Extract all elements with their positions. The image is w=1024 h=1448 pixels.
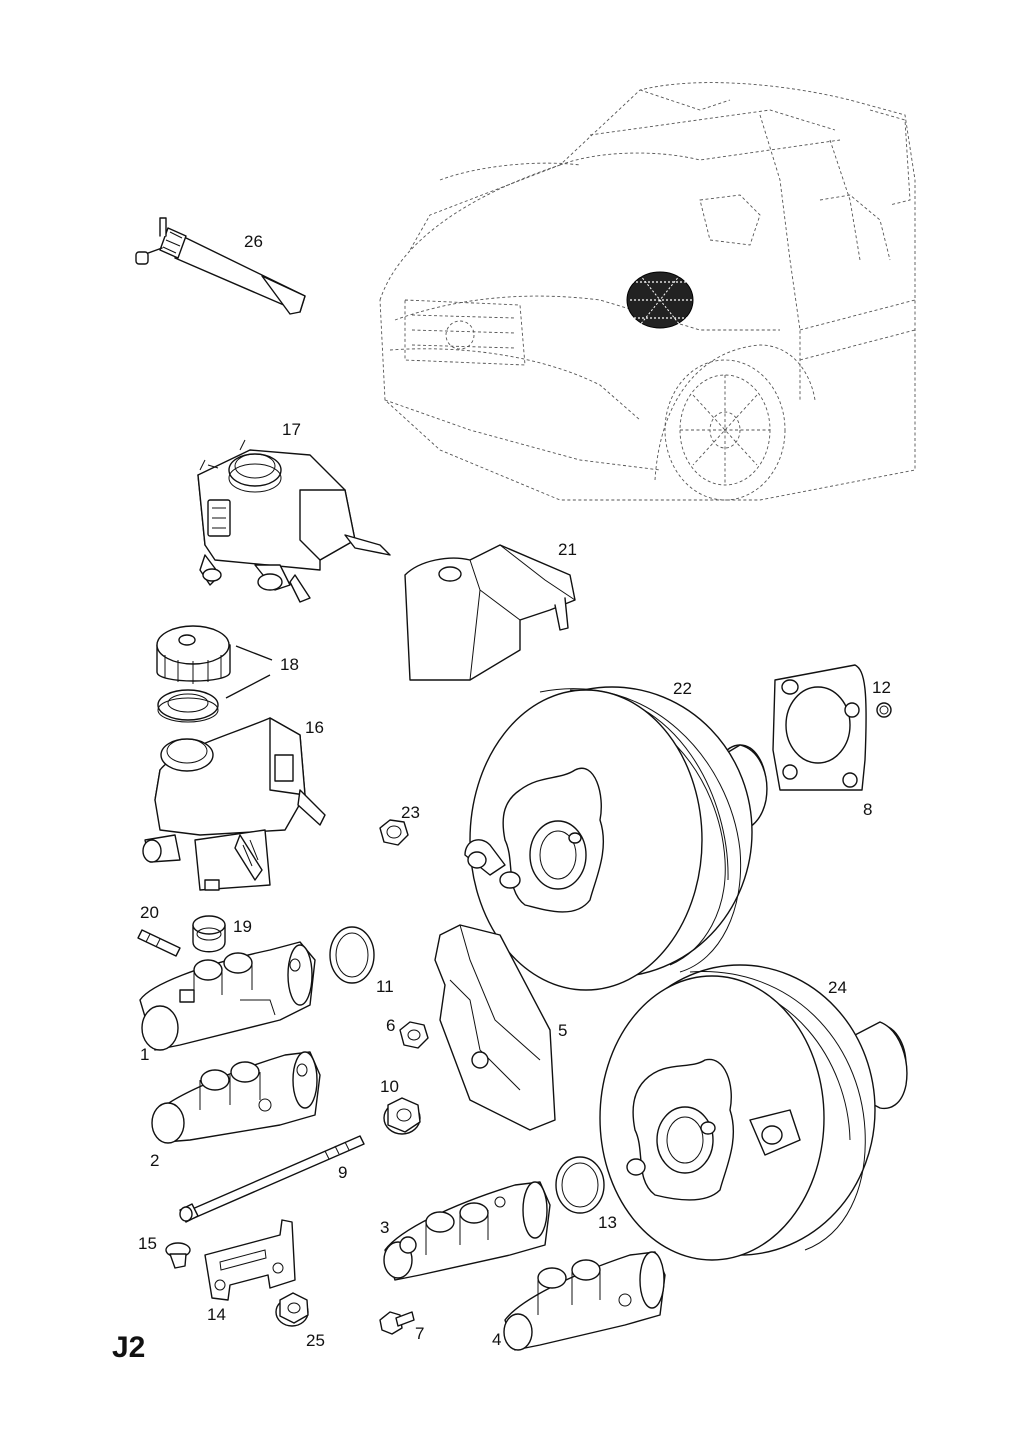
callout-2: 2	[150, 1151, 159, 1170]
retaining-plate-14	[204, 1219, 296, 1301]
nut-6	[399, 1021, 429, 1049]
callout-10: 10	[380, 1077, 399, 1096]
master-cylinder-3	[383, 1181, 551, 1281]
bracket-5	[434, 924, 556, 1131]
brake-booster-24	[599, 964, 908, 1261]
callout-25: 25	[306, 1331, 325, 1350]
cover-21	[404, 544, 576, 681]
callout-23: 23	[401, 803, 420, 822]
callout-20: 20	[140, 903, 159, 922]
master-cylinder-2	[151, 1051, 321, 1144]
vehicle-outline	[379, 82, 916, 501]
bolt-7	[379, 1311, 415, 1335]
callout-22: 22	[673, 679, 692, 698]
leader-18-cap	[235, 645, 273, 661]
callout-13: 13	[598, 1213, 617, 1232]
callout-3: 3	[380, 1218, 389, 1237]
leader-18-seal	[225, 674, 271, 699]
o-ring-13	[555, 1156, 605, 1214]
callout-6: 6	[386, 1016, 395, 1035]
master-cylinder-1	[139, 941, 316, 1051]
pin-20	[137, 929, 181, 957]
gasket-8	[772, 664, 867, 791]
callout-4: 4	[492, 1330, 501, 1349]
callout-1: 1	[140, 1045, 149, 1064]
callout-24: 24	[828, 978, 847, 997]
grommet-19	[192, 915, 226, 953]
callout-18: 18	[280, 655, 299, 674]
reservoir-16	[142, 717, 326, 891]
callout-12: 12	[872, 678, 891, 697]
callout-7: 7	[415, 1324, 424, 1343]
reservoir-cap-18	[156, 625, 231, 723]
callout-21: 21	[558, 540, 577, 559]
booster-location-marker	[626, 271, 694, 329]
bolt-9	[179, 1135, 365, 1223]
clip-15	[165, 1242, 191, 1269]
callout-15: 15	[138, 1234, 157, 1253]
callout-16: 16	[305, 718, 324, 737]
callout-17: 17	[282, 420, 301, 439]
brake-booster-22	[464, 686, 768, 991]
callout-26: 26	[244, 232, 263, 251]
callout-19: 19	[233, 917, 252, 936]
page-code: J2	[112, 1331, 145, 1364]
master-cylinder-4	[503, 1251, 666, 1351]
reservoir-assembly-17	[197, 439, 391, 603]
lubricant-tube	[135, 217, 306, 315]
nut-23	[379, 819, 409, 846]
callout-14: 14	[207, 1305, 226, 1324]
nut-10	[383, 1097, 421, 1135]
callout-11: 11	[376, 977, 394, 996]
leader-lines	[225, 645, 273, 699]
nut-25	[275, 1292, 309, 1327]
callout-9: 9	[338, 1163, 347, 1182]
o-ring-11	[329, 926, 375, 984]
callout-labels: 26 17 21 18 22 12 16 8 23 20 19 11 24 6 …	[138, 232, 891, 1350]
callout-8: 8	[863, 800, 872, 819]
callout-5: 5	[558, 1021, 567, 1040]
o-ring-12	[876, 702, 892, 718]
